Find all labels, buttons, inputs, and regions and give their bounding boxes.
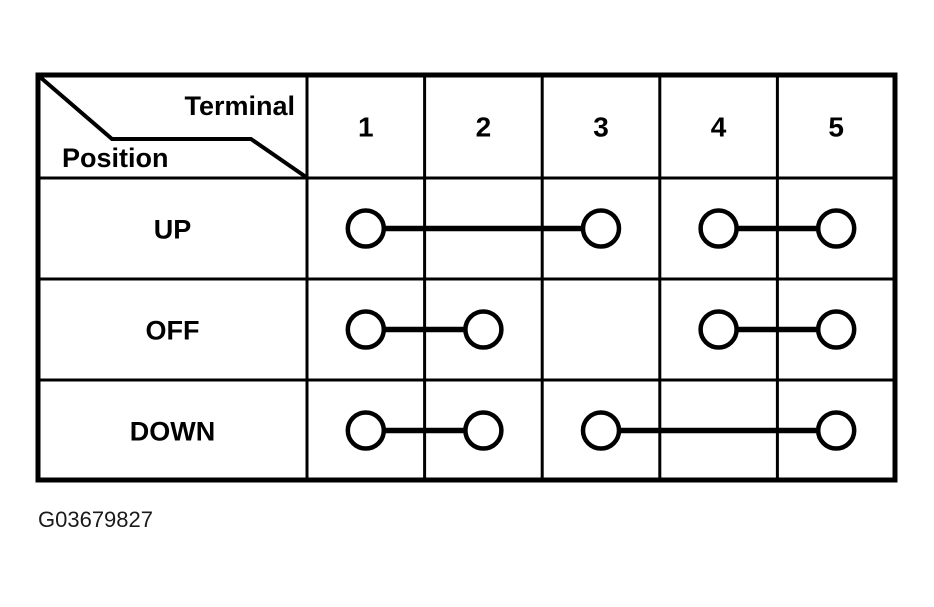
- terminal-node-down-5: [815, 410, 857, 451]
- terminal-node-up-4: [698, 208, 739, 249]
- terminal-node-off-1: [345, 309, 387, 350]
- row-label-up: UP: [154, 215, 192, 245]
- terminal-node-off-5: [815, 309, 857, 350]
- table-gridlines: [38, 75, 895, 480]
- terminal-header-5: 5: [828, 112, 844, 143]
- terminal-node-down-2: [463, 410, 504, 451]
- terminal-column-headers: 1 2 3 4 5: [358, 112, 844, 143]
- terminal-node-up-5: [815, 208, 857, 249]
- terminal-node-down-1: [345, 410, 387, 451]
- header-position-label: Position: [62, 143, 169, 173]
- terminal-header-4: 4: [711, 112, 727, 143]
- header-terminal-label: Terminal: [184, 91, 295, 121]
- figure-caption: G03679827: [38, 507, 153, 532]
- terminal-header-1: 1: [358, 112, 374, 143]
- terminal-header-2: 2: [476, 112, 492, 143]
- header-diagonal-divider: [38, 75, 308, 179]
- terminal-contacts-layer: [345, 208, 857, 451]
- position-row-labels: UP OFF DOWN: [130, 215, 215, 447]
- terminal-node-up-3: [580, 208, 622, 249]
- terminal-header-3: 3: [593, 112, 609, 143]
- terminal-node-off-2: [463, 309, 504, 350]
- terminal-node-down-3: [580, 410, 622, 451]
- row-label-down: DOWN: [130, 417, 215, 447]
- terminal-node-up-1: [345, 208, 387, 249]
- terminal-node-off-4: [698, 309, 739, 350]
- row-label-off: OFF: [146, 316, 200, 346]
